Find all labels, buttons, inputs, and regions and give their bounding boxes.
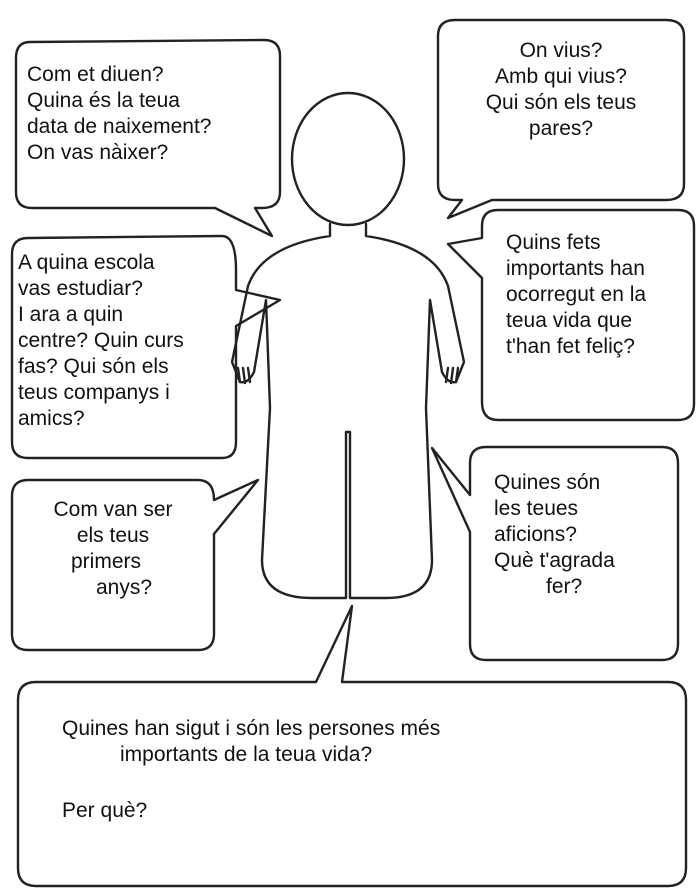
- text-line: Quins fets: [506, 231, 601, 254]
- bubble-low-right: [430, 445, 680, 662]
- figure-body: [230, 222, 466, 600]
- text-line: fas? Qui són els: [18, 355, 169, 378]
- text-line: primers: [70, 550, 141, 573]
- bubble-low-right-text: Quines són les teues aficions? Què t'agr…: [494, 470, 615, 600]
- text-line: I ara a quin: [18, 303, 124, 326]
- bubble-mid-right: [446, 208, 696, 422]
- text-line: ocorregut en la: [506, 283, 647, 306]
- figure-left-hand: [236, 366, 252, 385]
- text-line: Amb qui vius?: [495, 65, 627, 88]
- text-line: Quines són: [494, 471, 601, 494]
- bubble-low-left-text: Com van ser els teus primers anys?: [20, 497, 206, 601]
- bubble-top-right: [436, 18, 686, 220]
- bubble-mid-left: [10, 234, 282, 460]
- text-line: On vius?: [519, 39, 603, 62]
- text-line: Quines han sigut i són les persones més: [62, 717, 441, 740]
- bubble-mid-right-text: Quins fets importants han ocorregut en l…: [506, 230, 646, 360]
- text-line: On vas nàixer?: [27, 141, 169, 164]
- text-line: teus companys i: [18, 381, 170, 404]
- text-line: les teues: [494, 497, 579, 520]
- text-line: Què t'agrada: [494, 549, 615, 572]
- text-line: pares?: [528, 117, 594, 140]
- text-line: els teus: [76, 524, 150, 547]
- bubble-mid-left-text: A quina escola vas estudiar? I ara a qui…: [18, 250, 184, 432]
- figure-head: [290, 91, 406, 227]
- text-line: A quina escola: [18, 251, 155, 274]
- text-line: Per què?: [62, 799, 148, 822]
- text-line: Qui són els teus: [485, 91, 637, 114]
- text-line: t'han fet feliç?: [506, 335, 635, 358]
- text-line: amics?: [18, 407, 85, 430]
- bubble-top-left-text: Com et diuen? Quina és la teua data de n…: [27, 62, 211, 166]
- bubble-bottom-text: Quines han sigut i són les persones més …: [62, 716, 440, 824]
- text-line: teua vida que: [506, 309, 633, 332]
- text-line: fer?: [546, 575, 583, 598]
- bubble-bottom: [16, 604, 688, 888]
- text-line: Quina és la teua: [27, 89, 180, 112]
- text-line: Com van ser: [53, 498, 173, 521]
- text-line: importants de la teua vida?: [120, 743, 373, 766]
- bubble-top-right-text: On vius? Amb qui vius? Qui són els teus …: [452, 38, 670, 142]
- text-line: aficions?: [494, 523, 577, 546]
- text-line: vas estudiar?: [18, 277, 143, 300]
- text-line: Com et diuen?: [27, 63, 164, 86]
- text-line: importants han: [506, 257, 645, 280]
- bubble-top-left: [14, 38, 282, 238]
- text-line: centre? Quin curs: [18, 329, 184, 352]
- text-line: anys?: [95, 576, 153, 599]
- figure-right-hand: [444, 366, 460, 385]
- spacer-line: [62, 768, 440, 794]
- bubble-low-left: [10, 478, 260, 652]
- text-line: data de naixement?: [27, 115, 212, 138]
